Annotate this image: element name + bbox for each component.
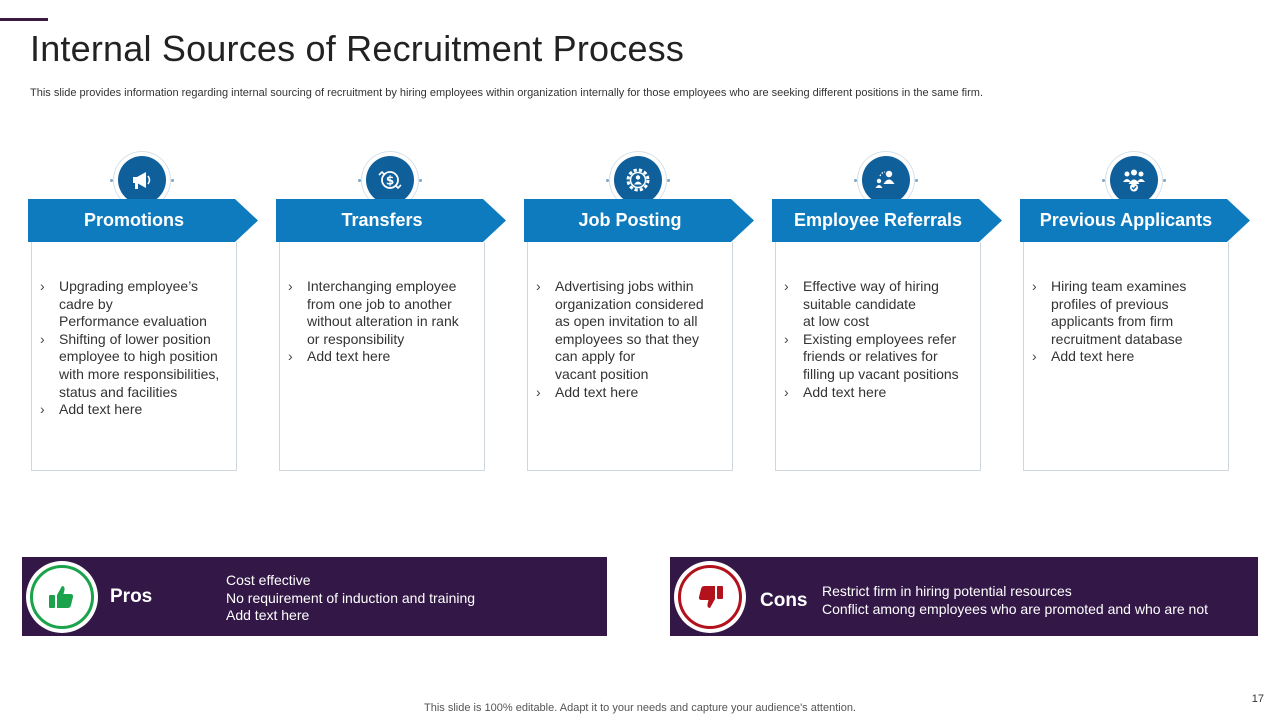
svg-text:$: $	[386, 174, 394, 188]
page-title: Internal Sources of Recruitment Process	[30, 28, 685, 69]
card-job-posting: Job Posting Advertising jobs withinorgan…	[524, 152, 754, 472]
cons-text: Restrict firm in hiring potential resour…	[822, 583, 1208, 617]
dollar-transfer-icon: $	[366, 156, 414, 204]
card-title: Job Posting	[578, 210, 682, 230]
megaphone-icon	[118, 156, 166, 204]
card-title: Previous Applicants	[1039, 210, 1213, 230]
card-icon-wrap	[1102, 152, 1166, 208]
card-employee-referrals: Employee Referrals Effective way of hiri…	[772, 152, 1002, 472]
list-item: Add text here	[536, 384, 724, 402]
list-item: Add text here	[1032, 348, 1220, 366]
pros-badge	[26, 561, 98, 633]
cons-badge	[674, 561, 746, 633]
list-item: Add text here	[784, 384, 972, 402]
card-title: Employee Referrals	[793, 210, 963, 230]
card-icon-wrap	[854, 152, 918, 208]
card-icon-wrap: $	[358, 152, 422, 208]
gear-person-icon	[614, 156, 662, 204]
card-title: Transfers	[341, 210, 423, 230]
card-header: Previous Applicants	[1020, 199, 1250, 242]
referral-icon	[862, 156, 910, 204]
card-header: Job Posting	[524, 199, 754, 242]
list-item: Add text here	[288, 348, 476, 366]
accent-bar	[0, 18, 48, 21]
page-number: 17	[1251, 693, 1264, 705]
footer-note: This slide is 100% editable. Adapt it to…	[424, 702, 856, 714]
pros-label: Pros	[110, 586, 153, 607]
list-item: Add text here	[40, 401, 228, 419]
card-title: Promotions	[83, 210, 184, 230]
card-header: Employee Referrals	[772, 199, 1002, 242]
page-subtitle: This slide provides information regardin…	[30, 87, 983, 99]
group-check-icon	[1110, 156, 1158, 204]
thumbs-up-icon	[30, 565, 94, 629]
card-icon-wrap	[606, 152, 670, 208]
cons-panel: Cons Restrict firm in hiring potential r…	[670, 557, 1258, 636]
cons-label: Cons	[760, 590, 808, 611]
card-header: Transfers	[276, 199, 506, 242]
thumbs-down-icon	[678, 565, 742, 629]
card-icon-wrap	[110, 152, 174, 208]
card-header: Promotions	[28, 199, 258, 242]
card-previous-applicants: Previous Applicants Hiring team examines…	[1020, 152, 1250, 472]
